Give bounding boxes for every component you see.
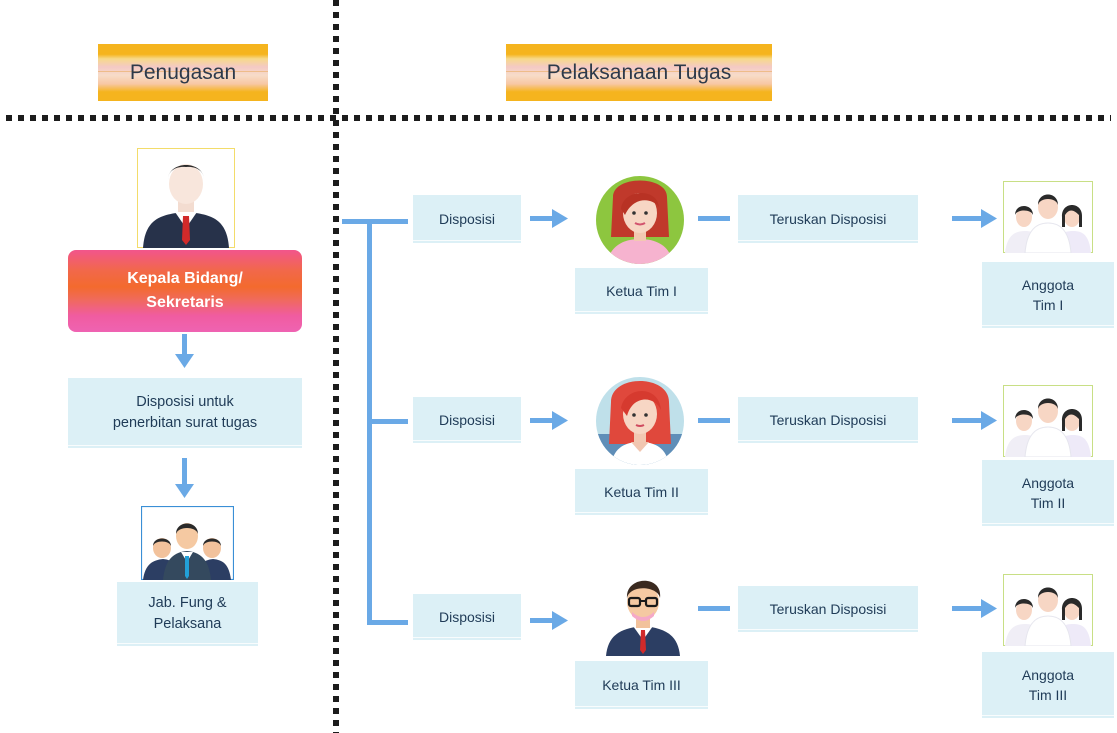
header-pelaksanaan-text: Pelaksanaan Tugas [546,60,732,84]
anggota-tim-label-2: Anggota Tim II [1021,474,1075,511]
arrow-down-1 [182,334,187,358]
arrow-to-members-1 [952,216,984,221]
bracket-branch-1 [367,219,408,224]
arrow-head-members-3 [981,599,997,618]
team-members-icon-3 [1003,574,1093,646]
arrow-down-2 [182,458,187,488]
connector-forward-3 [698,606,730,611]
woman-avatar-icon [595,175,685,265]
disposisi-label-1: Disposisi [438,210,495,227]
arrow-head-members-1 [981,209,997,228]
anggota-tim-box-3: Anggota Tim III [982,652,1114,718]
jab-fung-label: Jab. Fung & Pelaksana [148,594,227,632]
disposisi-box-2: Disposisi [413,397,521,443]
ketua-tim-box-3: Ketua Tim III [575,661,708,709]
disposisi-label-2: Disposisi [438,411,495,428]
disposisi-surat-tugas-box: Disposisi untuk penerbitan surat tugas [68,378,302,448]
arrow-head-down-1 [175,354,194,368]
teruskan-disposisi-label-1: Teruskan Disposisi [769,210,887,227]
group-icon [141,506,234,580]
arrow-to-leader-2 [530,418,556,423]
arrow-to-members-3 [952,606,984,611]
anggota-tim-label-1: Anggota Tim I [1021,276,1075,313]
vertical-divider [333,0,339,733]
teruskan-disposisi-label-3: Teruskan Disposisi [769,600,887,617]
connector-forward-1 [698,216,730,221]
anggota-tim-box-1: Anggota Tim I [982,262,1114,328]
ketua-tim-box-2: Ketua Tim II [575,469,708,515]
arrow-head-leader-1 [552,209,568,228]
teruskan-disposisi-box-3: Teruskan Disposisi [738,586,918,632]
teruskan-disposisi-label-2: Teruskan Disposisi [769,411,887,428]
arrow-head-leader-2 [552,411,568,430]
ketua-tim-label-3: Ketua Tim III [602,676,681,693]
horizontal-divider [6,115,1111,121]
ketua-tim-label-1: Ketua Tim I [606,282,677,299]
bracket-top-stub [342,219,372,224]
disposisi-box-3: Disposisi [413,594,521,640]
arrow-to-leader-3 [530,618,556,623]
connector-forward-2 [698,418,730,423]
ketua-tim-box-1: Ketua Tim I [575,268,708,314]
woman-redhair-avatar-icon [595,376,685,466]
team-members-icon-1 [1003,181,1093,253]
jab-fung-box: Jab. Fung & Pelaksana [117,582,258,646]
header-pelaksanaan: Pelaksanaan Tugas [506,44,772,101]
disposisi-surat-tugas-label: Disposisi untuk penerbitan surat tugas [112,393,258,431]
anggota-tim-label-3: Anggota Tim III [1021,666,1075,703]
arrow-head-down-2 [175,484,194,498]
header-penugasan-text: Penugasan [129,60,237,84]
arrow-head-members-2 [981,411,997,430]
kepala-bidang-label: Kepala Bidang/ Sekretaris [127,270,243,311]
arrow-head-leader-3 [552,611,568,630]
disposisi-box-1: Disposisi [413,195,521,243]
bracket-branch-2 [367,419,408,424]
header-penugasan: Penugasan [98,44,268,101]
man-glasses-avatar-icon [600,568,686,656]
ketua-tim-label-2: Ketua Tim II [604,483,679,500]
teruskan-disposisi-box-2: Teruskan Disposisi [738,397,918,443]
businessman-icon [137,148,235,248]
kepala-bidang-box: Kepala Bidang/ Sekretaris [68,250,302,332]
arrow-to-members-2 [952,418,984,423]
teruskan-disposisi-box-1: Teruskan Disposisi [738,195,918,243]
bracket-branch-3 [367,620,408,625]
team-members-icon-2 [1003,385,1093,457]
anggota-tim-box-2: Anggota Tim II [982,460,1114,526]
arrow-to-leader-1 [530,216,556,221]
disposisi-label-3: Disposisi [438,608,495,625]
